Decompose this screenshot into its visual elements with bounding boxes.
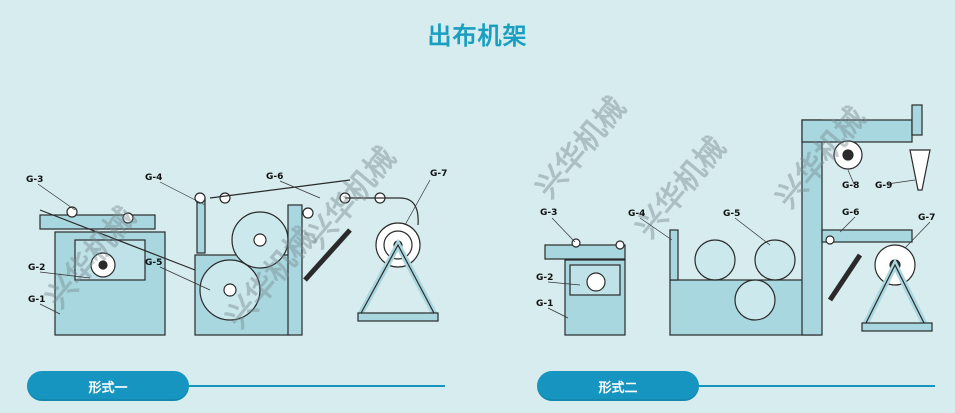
watermark-text-4: 兴华机械 [530, 91, 633, 205]
label-g9-2: G-9 [875, 181, 892, 191]
g6-beam-2 [821, 229, 913, 243]
page-title: 出布机架 [427, 22, 528, 50]
machine-drawing-1: 兴华机械 兴华机械 兴华机械 G-3 G-2 G-1 G-4 G-5 G-6 G… [26, 141, 447, 336]
watermark-text-5: 兴华机械 [629, 131, 733, 245]
label-g5-2: G-5 [723, 209, 740, 219]
g5-roll-b [754, 239, 796, 281]
tab-divider-1 [185, 385, 445, 387]
label-g8-2: G-8 [842, 181, 859, 191]
label-g7-2: G-7 [918, 213, 935, 223]
g4-tensioner [196, 197, 206, 254]
g9-post [911, 104, 923, 136]
g7-base-2 [861, 322, 933, 332]
label-g2-2: G-2 [536, 273, 553, 283]
g7-base [357, 312, 439, 322]
label-g3-2: G-3 [540, 208, 557, 218]
label-g4: G-4 [145, 173, 162, 183]
label-g6: G-6 [266, 172, 283, 182]
label-g1: G-1 [28, 295, 45, 305]
tab-divider-2 [695, 385, 935, 387]
tab-type-two[interactable]: 形式二 [537, 371, 699, 401]
label-g1-2: G-1 [536, 299, 553, 309]
upright-frame [287, 204, 303, 336]
diagram-type-one: 兴华机械 兴华机械 兴华机械 G-3 G-2 G-1 G-4 G-5 G-6 G… [20, 80, 460, 340]
g5-roll-a [694, 239, 736, 281]
lower-roll-2 [734, 279, 776, 321]
machine-drawing-2: 兴华机械 兴华机械 兴华机械 G-3 G-2 G-1 G-4 G-5 G-6 G… [530, 91, 935, 336]
label-g3: G-3 [26, 175, 43, 185]
label-g5: G-5 [145, 258, 162, 268]
label-g4-2: G-4 [628, 209, 645, 219]
labels-1: G-3 G-2 G-1 G-4 G-5 G-6 G-7 [26, 169, 447, 305]
g4-tensioner-2 [669, 229, 679, 281]
tab-type-one[interactable]: 形式一 [27, 371, 189, 401]
labels-2: G-3 G-2 G-1 G-4 G-5 G-6 G-7 G-8 G-9 [536, 181, 935, 309]
g3-plate-2 [544, 244, 626, 260]
diagram-type-two: 兴华机械 兴华机械 兴华机械 G-3 G-2 G-1 G-4 G-5 G-6 G… [530, 80, 950, 340]
g9-hook [909, 149, 931, 191]
label-g6-2: G-6 [842, 208, 859, 218]
label-g2: G-2 [28, 263, 45, 273]
label-g7: G-7 [430, 169, 447, 179]
